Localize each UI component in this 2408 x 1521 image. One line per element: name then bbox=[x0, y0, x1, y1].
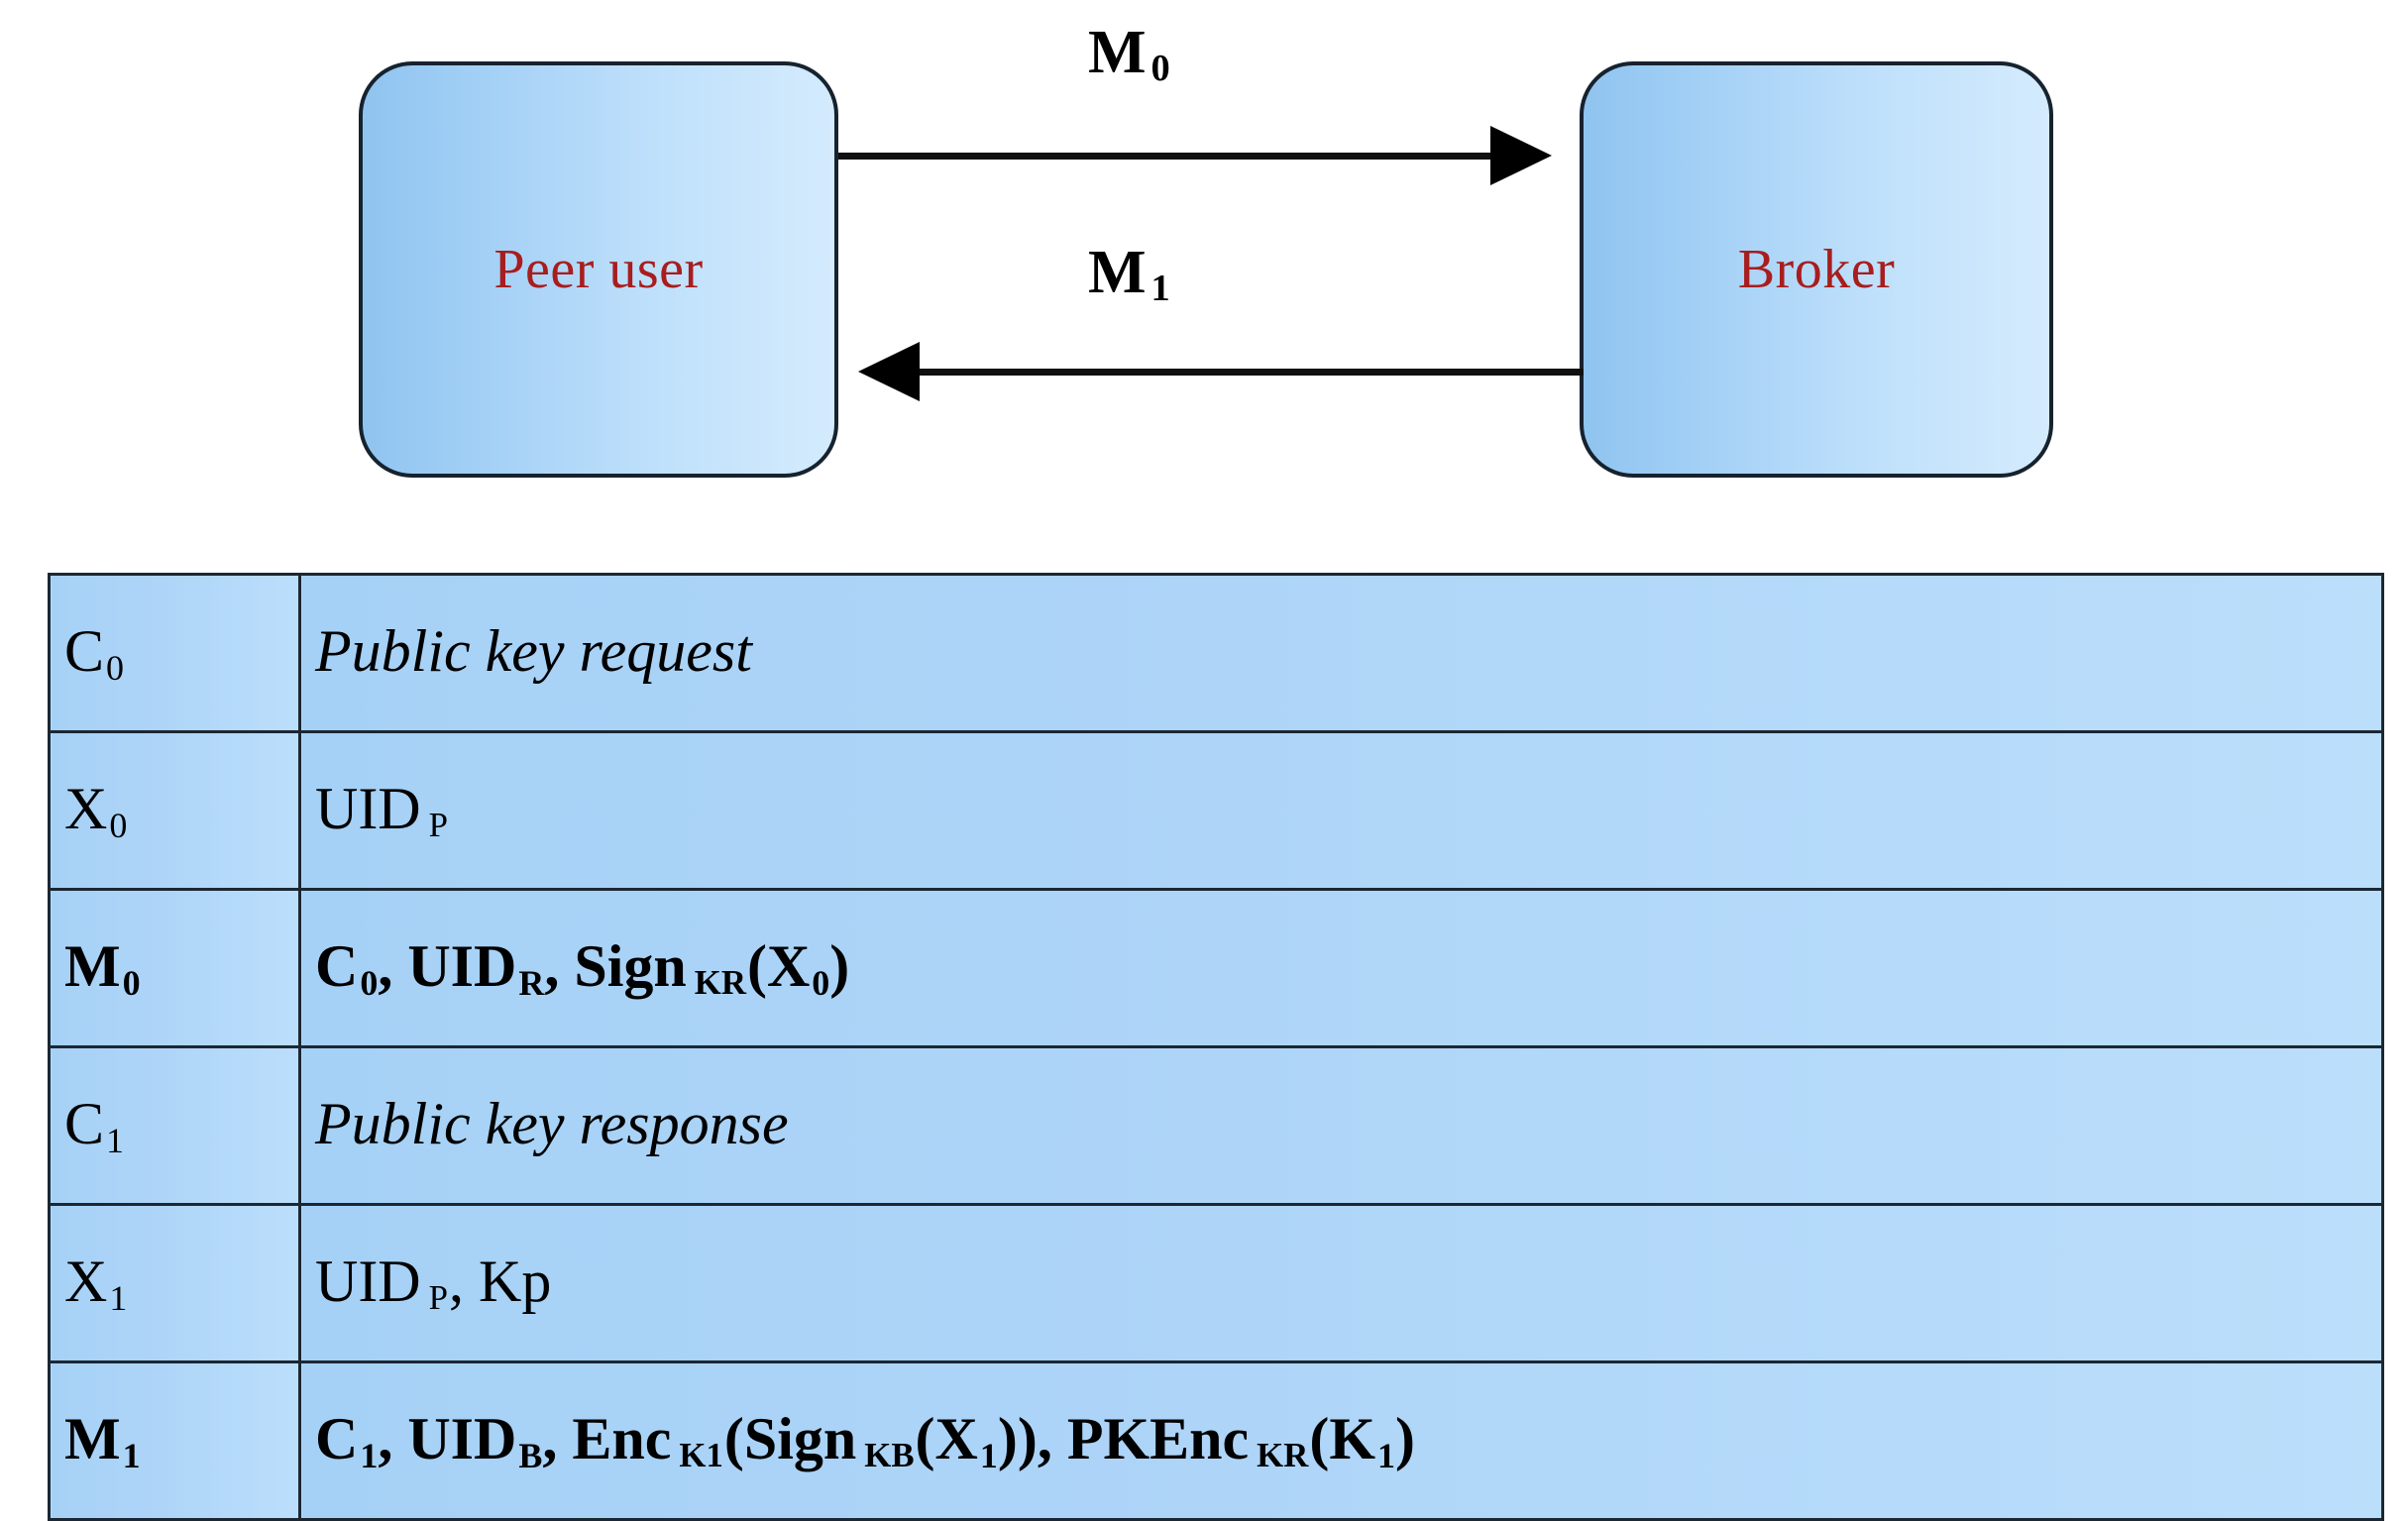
node-peer-user-label: Peer user bbox=[493, 239, 704, 300]
subscript-smallcaps: P bbox=[428, 1278, 448, 1318]
row-key-base: M bbox=[64, 1406, 121, 1471]
subscript: 1 bbox=[360, 1435, 379, 1475]
table-cell-key: X1 bbox=[48, 1203, 301, 1363]
italic-text: Public key request bbox=[315, 618, 752, 684]
arrow-label-m1-sub: 1 bbox=[1150, 268, 1170, 310]
row-key-label: M0 bbox=[64, 933, 141, 1001]
plain-text: (X bbox=[915, 1406, 978, 1471]
cell-text: Public key response bbox=[315, 1091, 789, 1156]
arrowhead-m0 bbox=[1490, 126, 1552, 185]
subscript: 1 bbox=[1377, 1435, 1396, 1475]
row-key-label: C0 bbox=[64, 618, 124, 686]
table-cell-value: Public key response bbox=[298, 1045, 2384, 1206]
row-key-subscript: 1 bbox=[109, 1277, 128, 1318]
row-key-label: C1 bbox=[64, 1091, 124, 1158]
subscript: R bbox=[518, 962, 545, 1003]
arrow-label-m0-sub: 0 bbox=[1150, 48, 1170, 90]
row-key-base: X bbox=[64, 776, 108, 841]
plain-text: , Enc bbox=[542, 1406, 672, 1471]
row-key-subscript: 1 bbox=[106, 1120, 125, 1160]
plain-text: C bbox=[315, 1406, 359, 1471]
subscript-smallcaps: KB bbox=[864, 1436, 915, 1475]
row-key-base: M bbox=[64, 933, 121, 999]
row-key-label: X1 bbox=[64, 1249, 127, 1316]
arrow-line-m0 bbox=[838, 153, 1492, 160]
plain-text: , Kp bbox=[449, 1249, 552, 1314]
row-key-label: M1 bbox=[64, 1406, 141, 1473]
plain-text: C bbox=[315, 933, 359, 999]
plain-text: , Sign bbox=[544, 933, 687, 999]
row-key-label: X0 bbox=[64, 776, 127, 843]
node-broker[interactable]: Broker bbox=[1580, 61, 2053, 478]
row-key-subscript: 0 bbox=[109, 805, 128, 845]
row-key-subscript: 1 bbox=[122, 1435, 141, 1475]
table-cell-key: C0 bbox=[48, 573, 301, 733]
row-key-subscript: 0 bbox=[106, 647, 125, 688]
plain-text: ) bbox=[1395, 1406, 1416, 1471]
plain-text: , UID bbox=[378, 933, 517, 999]
node-peer-user[interactable]: Peer user bbox=[359, 61, 838, 478]
plain-text: ) bbox=[829, 933, 850, 999]
plain-text: (K bbox=[1309, 1406, 1376, 1471]
subscript-smallcaps: P bbox=[428, 806, 448, 845]
plain-text: )), PKEnc bbox=[997, 1406, 1250, 1471]
table-cell-key: M1 bbox=[48, 1360, 301, 1521]
table-row: C1 Public key response bbox=[48, 1045, 2384, 1206]
italic-text: Public key response bbox=[315, 1091, 789, 1156]
table-row: C0 Public key request bbox=[48, 573, 2384, 733]
subscript-smallcaps: KR bbox=[1257, 1436, 1309, 1475]
subscript: 0 bbox=[360, 962, 379, 1003]
row-key-base: C bbox=[64, 618, 105, 684]
plain-text: UID bbox=[315, 776, 421, 841]
plain-text: UID bbox=[315, 1249, 421, 1314]
subscript-smallcaps: K1 bbox=[679, 1436, 723, 1475]
plain-text: , UID bbox=[378, 1406, 517, 1471]
node-broker-label: Broker bbox=[1737, 239, 1896, 300]
arrow-line-m1 bbox=[920, 369, 1584, 376]
subscript: 1 bbox=[979, 1435, 998, 1475]
table-cell-key: M0 bbox=[48, 888, 301, 1048]
arrow-label-m1-base: M bbox=[1088, 239, 1147, 306]
arrowhead-m1 bbox=[858, 342, 920, 401]
subscript: 0 bbox=[812, 962, 830, 1003]
plain-text: (Sign bbox=[723, 1406, 857, 1471]
row-key-subscript: 0 bbox=[122, 962, 141, 1003]
subscript-smallcaps: KR bbox=[694, 963, 746, 1003]
plain-text: (X bbox=[746, 933, 811, 999]
table-cell-value: Public key request bbox=[298, 573, 2384, 733]
row-key-base: X bbox=[64, 1249, 108, 1314]
table-cell-key: X0 bbox=[48, 730, 301, 891]
cell-text: Public key request bbox=[315, 618, 752, 684]
row-key-base: C bbox=[64, 1091, 105, 1156]
arrow-label-m0-base: M bbox=[1088, 19, 1147, 86]
table-cell-key: C1 bbox=[48, 1045, 301, 1206]
subscript: B bbox=[518, 1435, 543, 1475]
